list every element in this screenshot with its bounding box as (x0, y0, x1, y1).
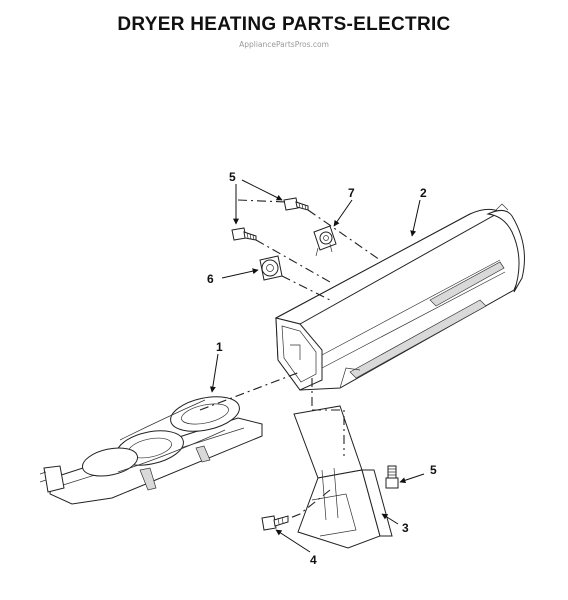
callout-5-right: 5 (430, 463, 437, 477)
callout-5-top: 5 (229, 170, 236, 184)
callout-6: 6 (207, 272, 214, 286)
callout-4: 4 (310, 553, 317, 567)
thermal-cutoff-part[interactable] (313, 225, 337, 257)
diagram-title: DRYER HEATING PARTS-ELECTRIC (117, 14, 451, 35)
screw-part-bracket[interactable] (385, 465, 399, 489)
heater-housing-part[interactable] (274, 203, 525, 391)
heating-element-part[interactable] (39, 391, 263, 505)
callout-3: 3 (402, 521, 409, 535)
watermark-text: AppliancePartsPros.com (239, 40, 329, 49)
assembly-lines (199, 199, 381, 519)
callout-1: 1 (216, 340, 223, 354)
callout-2: 2 (420, 186, 427, 200)
callout-7: 7 (348, 186, 355, 200)
screw-part-top[interactable] (283, 197, 309, 211)
mounting-bracket-part[interactable] (293, 405, 393, 549)
leader-lines (209, 179, 425, 553)
screw-part-left[interactable] (231, 227, 257, 241)
thermostat-part[interactable] (259, 255, 283, 281)
screw-part-lower[interactable] (261, 515, 289, 531)
